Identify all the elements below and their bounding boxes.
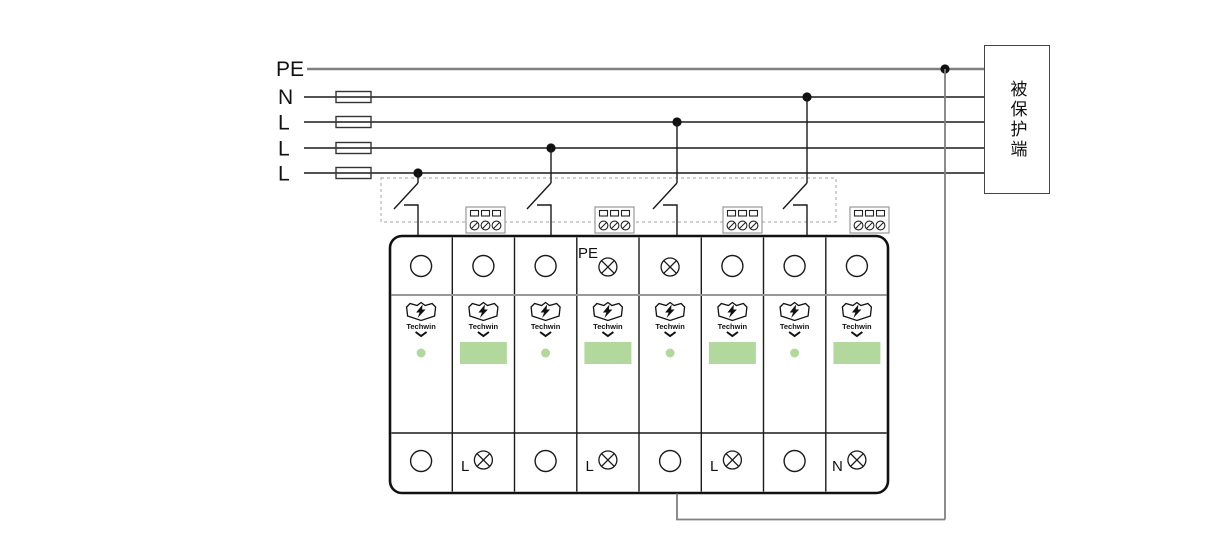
brand-text: Techwin	[593, 322, 623, 331]
spd-module-4: PE Techwin L	[578, 245, 632, 475]
bottom-terminal-circle	[409, 449, 433, 473]
top-terminal-circle	[845, 254, 869, 278]
top-terminal-circle	[472, 254, 495, 278]
l1-line-label: L	[278, 112, 290, 135]
l2-line-label: L	[278, 138, 290, 161]
terminal-block-4	[849, 206, 890, 234]
disconnector-switch-2	[526, 182, 552, 237]
top-terminal-crossed-circle-icon	[598, 257, 618, 277]
l1-fuse	[335, 115, 372, 129]
bottom-terminal-crossed-circle-icon	[722, 450, 743, 470]
status-window	[833, 342, 881, 364]
top-terminal-circle	[721, 254, 744, 278]
spd-module-5: Techwin	[654, 257, 686, 473]
n-fuse	[335, 90, 372, 104]
bottom-terminal-crossed-circle-icon	[847, 450, 867, 470]
bottom-terminal-label: L	[586, 458, 594, 475]
brand-text: Techwin	[842, 322, 872, 331]
spd-module-1: Techwin	[405, 254, 437, 473]
pe-line-label: PE	[276, 58, 304, 81]
top-terminal-circle	[534, 254, 557, 278]
top-terminal-crossed-circle-icon	[660, 257, 680, 277]
status-window	[459, 342, 507, 364]
brand-text: Techwin	[469, 322, 499, 331]
bottom-terminal-crossed-circle-icon	[598, 450, 618, 470]
bottom-terminal-label: L	[710, 458, 718, 475]
spd-module-2: Techwin L	[459, 254, 507, 475]
bottom-terminal-crossed-circle-icon	[473, 450, 494, 470]
disconnector-switch-4	[782, 182, 808, 237]
spd-module-7: Techwin	[779, 254, 811, 473]
pe-return-wire	[676, 493, 945, 521]
terminal-block-3	[722, 206, 763, 234]
status-dot	[665, 348, 675, 358]
brand-text: Techwin	[655, 322, 685, 331]
protected-end-label: 被保护端	[1007, 79, 1027, 160]
spd-module-6: Techwin L	[708, 254, 756, 475]
bottom-terminal-circle	[658, 449, 682, 473]
l3-line-label: L	[278, 163, 290, 186]
bottom-terminal-label: L	[461, 458, 469, 475]
disconnector-switch-1	[393, 182, 419, 237]
brand-text: Techwin	[780, 322, 810, 331]
status-dot	[416, 348, 426, 358]
status-window	[708, 342, 756, 364]
spd-module-3: Techwin	[530, 254, 562, 473]
top-terminal-circle	[783, 254, 806, 278]
bottom-terminal-circle	[534, 449, 557, 473]
terminal-block-1	[465, 206, 506, 234]
brand-text: Techwin	[406, 322, 436, 331]
status-dot	[790, 348, 800, 358]
disconnector-switch-3	[652, 182, 678, 237]
spd-module-8: Techwin N	[832, 254, 881, 475]
l2-fuse	[335, 141, 372, 155]
n-line-label: N	[278, 86, 293, 109]
bottom-terminal-circle	[783, 449, 806, 473]
top-terminal-circle	[409, 254, 433, 278]
brand-text: Techwin	[531, 322, 561, 331]
l3-fuse	[335, 166, 372, 180]
protected-end-box: 被保护端	[984, 45, 1050, 194]
bottom-terminal-label: N	[832, 458, 843, 475]
status-dot	[541, 348, 551, 358]
top-terminal-label: PE	[578, 245, 598, 262]
terminal-block-2	[594, 206, 635, 234]
brand-text: Techwin	[718, 322, 748, 331]
status-window	[584, 342, 632, 364]
